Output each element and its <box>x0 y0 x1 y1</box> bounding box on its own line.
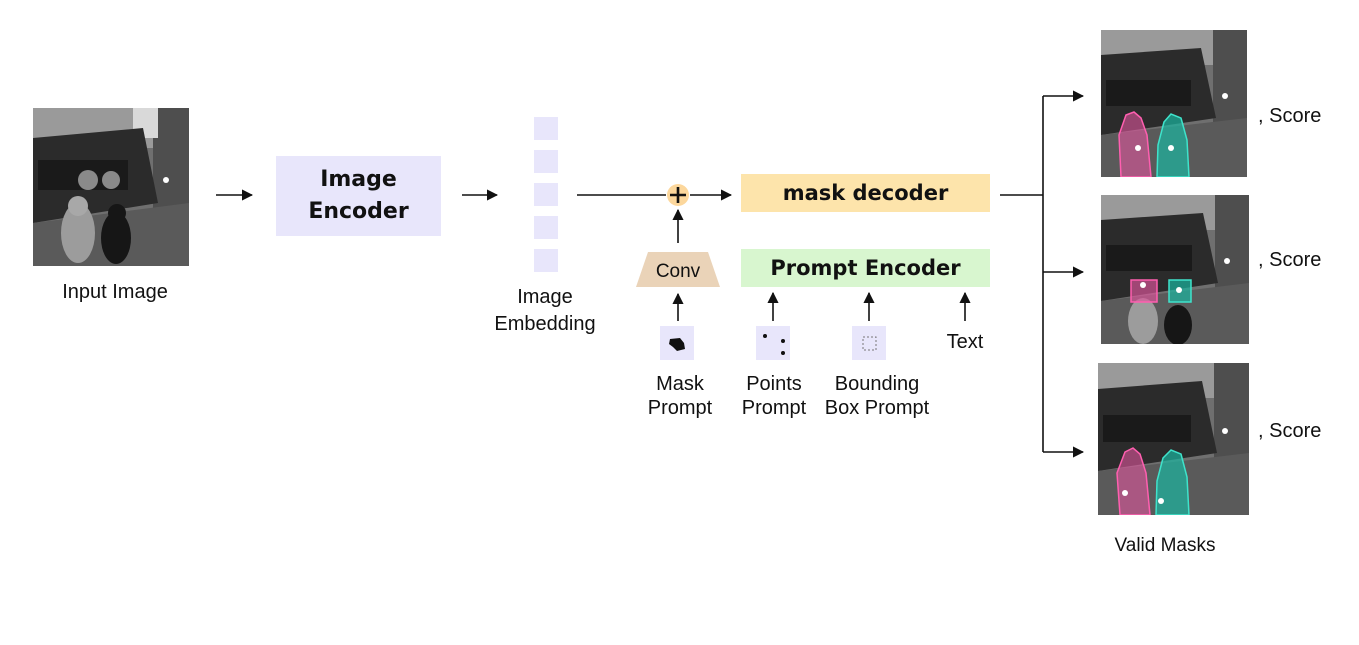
embedding-cell <box>534 117 558 140</box>
image-encoder-line1: Image <box>320 167 397 192</box>
output-mask-1 <box>1101 30 1247 177</box>
embedding-cell <box>534 183 558 206</box>
bounding-box-prompt-icon <box>852 326 886 360</box>
mask-prompt-line1: Mask <box>656 373 704 395</box>
image-encoder-box: Image Encoder <box>276 156 441 236</box>
bbox-prompt-line1: Bounding <box>834 373 920 395</box>
score-label-1: , Score <box>1258 105 1322 127</box>
valid-masks-caption: Valid Masks <box>1114 535 1216 556</box>
bbox-prompt-line2: Box Prompt <box>824 397 930 419</box>
bbox-prompt-label: Bounding Box Prompt <box>812 372 942 420</box>
mask-prompt-line2: Prompt <box>647 397 713 419</box>
score-label-2: , Score <box>1258 249 1322 271</box>
points-prompt-icon <box>756 326 790 360</box>
points-prompt-line1: Points <box>746 373 802 395</box>
text-prompt-label: Text <box>946 331 984 353</box>
embedding-cell <box>534 150 558 173</box>
image-embedding-label: Image Embedding <box>470 284 620 338</box>
prompt-encoder-box: Prompt Encoder <box>741 249 990 287</box>
mask-prompt-label: Mask Prompt <box>630 372 730 420</box>
score-label-3: , Score <box>1258 420 1322 442</box>
conv-block <box>636 252 720 287</box>
image-encoder-line2: Encoder <box>308 199 409 224</box>
conv-label: Conv <box>655 261 701 282</box>
input-image-label: Input Image <box>62 281 168 303</box>
embedding-cell <box>534 216 558 239</box>
mask-prompt-icon <box>660 326 694 360</box>
points-prompt-label: Points Prompt <box>724 372 824 420</box>
image-embedding-line1: Image <box>517 286 573 308</box>
output-mask-3 <box>1098 363 1249 515</box>
plus-node <box>667 184 689 206</box>
output-mask-2 <box>1101 195 1249 344</box>
mask-decoder-box: mask decoder <box>741 174 990 212</box>
embedding-cell <box>534 249 558 272</box>
input-image <box>33 108 189 266</box>
points-prompt-line2: Prompt <box>741 397 807 419</box>
image-embedding-line2: Embedding <box>494 313 596 335</box>
